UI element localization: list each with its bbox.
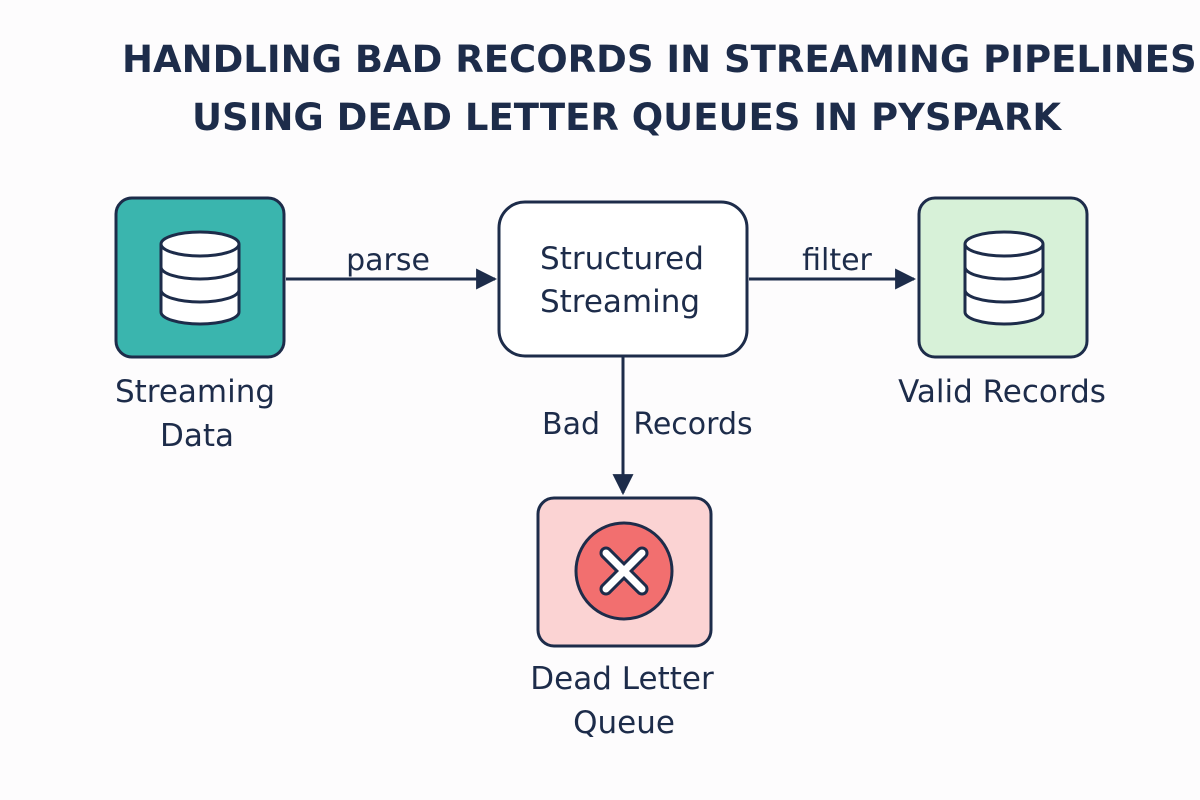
dead-letter-queue-label-line-1: Dead Letter bbox=[530, 661, 714, 697]
database-icon bbox=[159, 230, 241, 326]
dead-letter-queue-node bbox=[536, 496, 713, 648]
streaming-data-node bbox=[114, 196, 286, 359]
structured-streaming-box bbox=[497, 200, 749, 358]
bad-records-label-right: Records bbox=[633, 407, 752, 442]
bad-records-label-left: Bad bbox=[542, 407, 600, 442]
filter-edge-label: filter bbox=[802, 243, 872, 278]
structured-streaming-text-line-2: Streaming bbox=[540, 284, 700, 320]
structured-streaming-text-line-1: Structured bbox=[540, 241, 704, 277]
database-icon bbox=[963, 230, 1045, 326]
error-x-icon bbox=[574, 521, 674, 621]
diagram-title-line-2: USING DEAD LETTER QUEUES IN PYSPARK bbox=[192, 96, 1062, 139]
valid-records-label: Valid Records bbox=[898, 374, 1106, 410]
streaming-data-label-line-2: Data bbox=[160, 418, 234, 454]
parse-edge-label: parse bbox=[346, 243, 430, 278]
valid-records-node bbox=[917, 196, 1089, 359]
structured-streaming-node: Structured Streaming bbox=[497, 200, 749, 358]
streaming-data-label-line-1: Streaming bbox=[115, 374, 275, 410]
dead-letter-queue-label-line-2: Queue bbox=[573, 705, 675, 741]
diagram-title-line-1: HANDLING BAD RECORDS IN STREAMING PIPELI… bbox=[122, 38, 1197, 81]
